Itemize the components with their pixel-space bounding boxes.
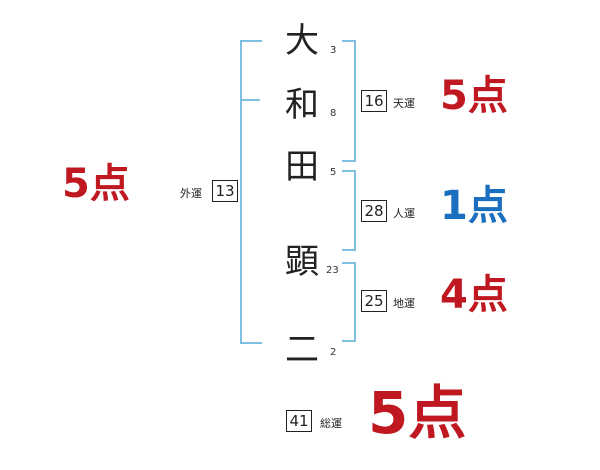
gaikaku-score: 5点 bbox=[62, 161, 130, 207]
gaikaku-label: 外運 bbox=[180, 187, 202, 200]
stroke-count-5: 2 bbox=[330, 347, 337, 358]
chikaku-score: 4点 bbox=[440, 272, 508, 318]
name-char-2: 和 bbox=[285, 85, 319, 125]
tenkaku-score: 5点 bbox=[440, 73, 508, 119]
soukaku-label: 総運 bbox=[320, 417, 342, 430]
name-char-1: 大 bbox=[285, 21, 319, 61]
name-char-5: 二 bbox=[285, 330, 319, 370]
tenkaku-label: 天運 bbox=[393, 97, 415, 110]
stroke-count-1: 3 bbox=[330, 45, 337, 56]
stroke-count-2: 8 bbox=[330, 108, 337, 119]
soukaku-score: 5点 bbox=[368, 379, 467, 447]
gaikaku-bracket-inner-tick bbox=[242, 99, 260, 101]
gaikaku-value-box: 13 bbox=[212, 180, 238, 202]
tenkaku-value-box: 16 bbox=[361, 90, 387, 112]
jinkaku-score: 1点 bbox=[440, 183, 508, 229]
name-char-4: 顕 bbox=[285, 242, 319, 282]
gaikaku-bracket bbox=[240, 40, 262, 344]
chikaku-label: 地運 bbox=[393, 297, 415, 310]
chikaku-value-box: 25 bbox=[361, 290, 387, 312]
chikaku-bracket bbox=[342, 262, 356, 342]
jinkaku-bracket bbox=[342, 170, 356, 251]
jinkaku-label: 人運 bbox=[393, 207, 415, 220]
name-char-3: 田 bbox=[285, 147, 319, 187]
stroke-count-4: 23 bbox=[326, 265, 339, 276]
jinkaku-value-box: 28 bbox=[361, 200, 387, 222]
soukaku-value-box: 41 bbox=[286, 410, 312, 432]
stroke-count-3: 5 bbox=[330, 167, 337, 178]
tenkaku-bracket bbox=[342, 40, 356, 162]
